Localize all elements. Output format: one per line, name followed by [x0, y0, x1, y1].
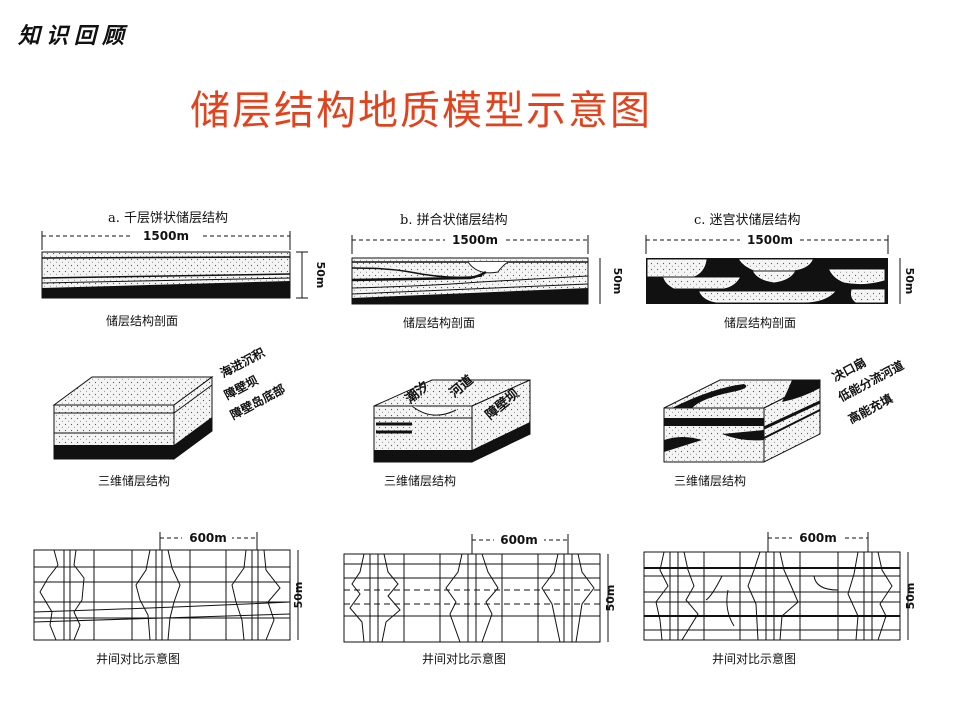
height-label-b: 50m — [611, 268, 624, 295]
section-caption-b: 储层结构剖面 — [403, 316, 476, 330]
block-a — [52, 376, 214, 460]
wells-caption-a: 井间对比示意图 — [96, 652, 181, 666]
block-b: 潮汐 河道 障壁坝 — [373, 372, 531, 463]
spacing-label-a: 600m — [189, 531, 227, 545]
block-caption-b: 三维储层结构 — [384, 474, 457, 488]
wells-caption-b: 井间对比示意图 — [422, 652, 507, 666]
height-label-wells-b: 50m — [604, 585, 617, 612]
wells-c: 600m 50m — [643, 530, 917, 641]
section-c: 1500m 50m — [645, 232, 916, 304]
note-a-1: 海进沉积 — [218, 345, 267, 381]
section-caption-a: 储层结构剖面 — [106, 314, 179, 328]
spacing-label-b: 600m — [500, 533, 538, 547]
heading-b: b. 拼合状储层结构 — [400, 213, 508, 228]
wells-caption-c: 井间对比示意图 — [712, 652, 797, 666]
height-label-c: 50m — [903, 268, 916, 295]
block-notes-a: 海进沉积 — [218, 345, 267, 380]
heading-a: a. 千层饼状储层结构 — [108, 211, 229, 226]
spacing-label-c: 600m — [799, 531, 837, 545]
block-caption-c: 三维储层结构 — [674, 474, 747, 488]
section-caption-c: 储层结构剖面 — [724, 316, 797, 330]
width-label-a: 1500m — [143, 229, 189, 243]
section-tag: 知识回顾 — [18, 23, 131, 49]
width-label-b: 1500m — [452, 233, 498, 247]
wells-b: 600m 50m — [343, 532, 617, 643]
height-label-wells-a: 50m — [292, 582, 305, 609]
wells-a: 600m 50m — [33, 530, 305, 641]
section-b: 1500m 50m — [351, 232, 624, 305]
block-c — [663, 379, 821, 463]
height-label-wells-c: 50m — [904, 583, 917, 610]
page-title: 储层结构地质模型示意图 — [190, 88, 652, 134]
block-caption-a: 三维储层结构 — [98, 474, 171, 488]
heading-c: c. 迷宫状储层结构 — [694, 213, 801, 228]
height-label-a: 50m — [314, 262, 327, 289]
width-label-c: 1500m — [747, 233, 793, 247]
section-a: 1500m 50m — [41, 228, 327, 299]
